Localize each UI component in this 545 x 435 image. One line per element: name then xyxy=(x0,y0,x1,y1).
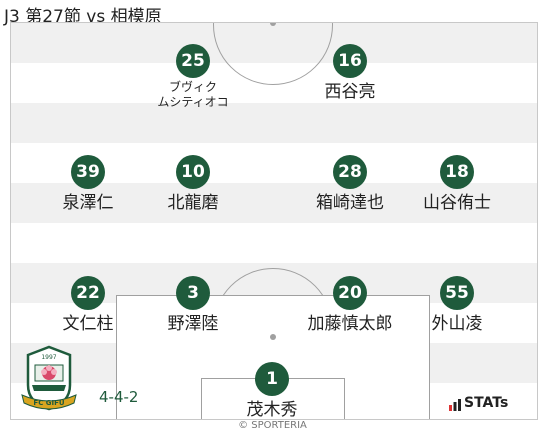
player-number: 28 xyxy=(333,155,367,189)
credit: © SPORTERIA xyxy=(238,420,307,431)
player-name: 西谷亮 xyxy=(324,82,376,102)
player-name: 加藤慎太郎 xyxy=(307,314,393,334)
player-card[interactable]: 1 茂木秀 xyxy=(207,362,337,420)
player-number: 10 xyxy=(176,155,210,189)
crest-year: 1997 xyxy=(41,354,56,361)
stats-logo: STATs xyxy=(449,395,508,411)
player-number: 3 xyxy=(176,276,210,310)
pitch-stripe xyxy=(11,183,537,223)
player-name: ブヴィク ムシティオコ xyxy=(157,80,229,109)
player-number: 20 xyxy=(333,276,367,310)
player-card[interactable]: 22 文仁柱 xyxy=(23,276,153,334)
player-number: 1 xyxy=(255,362,289,396)
player-name: 泉澤仁 xyxy=(62,193,114,213)
center-spot xyxy=(270,23,276,26)
crest-text: FC GIFU xyxy=(33,399,64,407)
player-name: 野澤陸 xyxy=(167,314,219,334)
player-name: 文仁柱 xyxy=(62,314,114,334)
player-card[interactable]: 39 泉澤仁 xyxy=(23,155,153,213)
player-name: 山谷侑士 xyxy=(423,193,491,213)
stats-label: STATs xyxy=(464,395,509,411)
player-name: 外山凌 xyxy=(431,314,483,334)
player-card[interactable]: 18 山谷侑士 xyxy=(392,155,522,213)
player-card[interactable]: 3 野澤陸 xyxy=(128,276,258,334)
player-number: 18 xyxy=(440,155,474,189)
player-card[interactable]: 25 ブヴィク ムシティオコ xyxy=(128,44,258,110)
formation-label: 4-4-2 xyxy=(99,388,139,406)
player-card[interactable]: 20 加藤慎太郎 xyxy=(285,276,415,334)
player-name: 茂木秀 xyxy=(246,400,298,420)
penalty-spot xyxy=(270,334,276,340)
player-number: 16 xyxy=(333,44,367,78)
team-crest-icon: 1997 FC GIFU xyxy=(20,345,78,421)
pitch xyxy=(10,22,538,420)
player-card[interactable]: 10 北龍磨 xyxy=(128,155,258,213)
player-name: 箱崎達也 xyxy=(316,193,384,213)
pitch-stripe xyxy=(11,103,537,143)
player-card[interactable]: 16 西谷亮 xyxy=(285,44,415,102)
player-number: 39 xyxy=(71,155,105,189)
stats-bars-icon xyxy=(449,399,461,411)
player-card[interactable]: 55 外山凌 xyxy=(392,276,522,334)
player-card[interactable]: 28 箱崎達也 xyxy=(285,155,415,213)
player-number: 25 xyxy=(176,44,210,78)
player-number: 22 xyxy=(71,276,105,310)
player-name: 北龍磨 xyxy=(167,193,219,213)
player-number: 55 xyxy=(440,276,474,310)
